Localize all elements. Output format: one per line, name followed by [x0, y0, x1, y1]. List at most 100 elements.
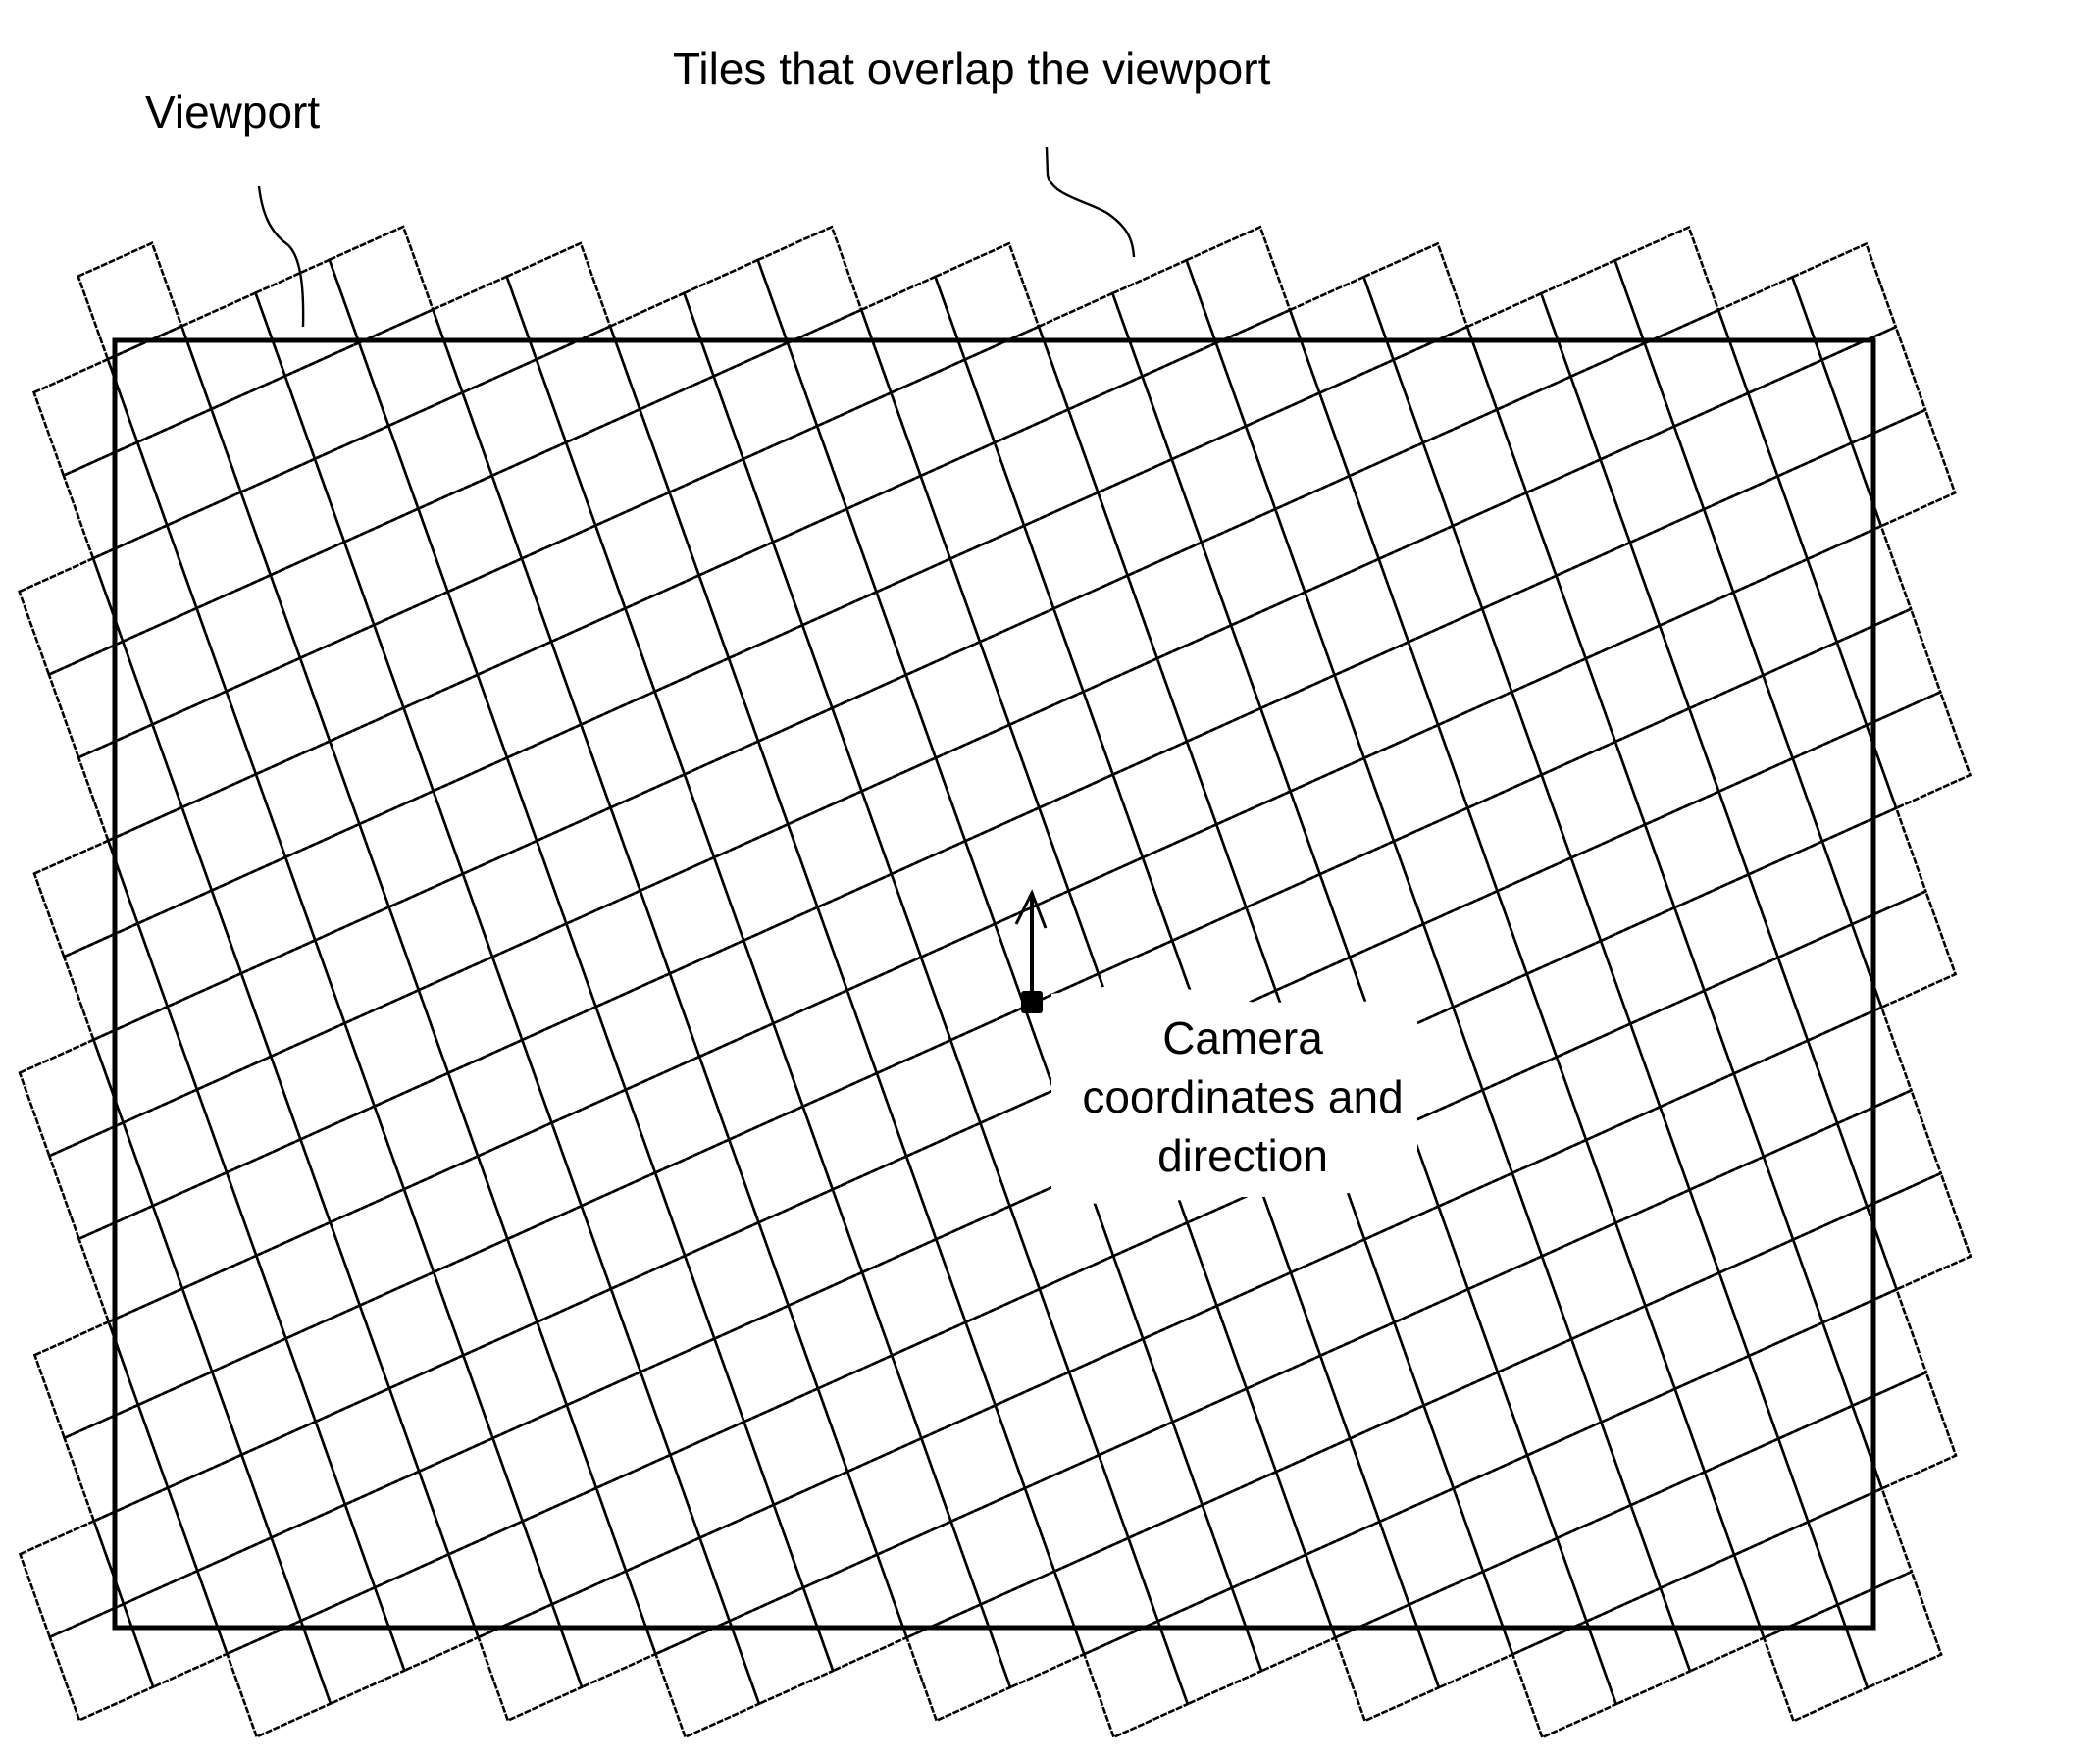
tile	[165, 490, 273, 610]
tile	[328, 1187, 435, 1308]
tile	[1672, 872, 1780, 993]
tile	[1289, 1237, 1397, 1358]
tile	[624, 1055, 731, 1175]
tile	[1097, 1420, 1204, 1540]
tile	[1643, 790, 1751, 909]
tile	[638, 374, 745, 494]
tile	[875, 1038, 983, 1159]
tile	[1214, 308, 1321, 429]
tile	[372, 590, 480, 710]
tile	[225, 656, 332, 776]
tile	[993, 407, 1101, 528]
tile	[1392, 805, 1500, 926]
tile	[1776, 922, 1883, 1043]
tile	[919, 1403, 1027, 1524]
tile	[32, 1320, 140, 1440]
tile	[31, 357, 139, 478]
tile	[1747, 1320, 1855, 1441]
tile	[32, 839, 140, 958]
tile	[386, 390, 494, 511]
tile	[1051, 573, 1159, 694]
tile	[579, 690, 687, 809]
tile	[298, 623, 406, 744]
tile	[417, 1436, 525, 1557]
tile	[77, 1204, 184, 1324]
tile	[1628, 507, 1735, 628]
tile	[1377, 524, 1484, 645]
tile	[904, 640, 1011, 760]
tile	[859, 275, 967, 395]
tile	[1525, 939, 1632, 1060]
tile	[1466, 1254, 1573, 1374]
tile	[1628, 1470, 1736, 1590]
tile	[845, 955, 952, 1075]
tile	[1201, 1470, 1307, 1590]
tile	[373, 1552, 481, 1673]
tile	[373, 1071, 480, 1191]
tile	[431, 275, 538, 394]
tile	[874, 556, 982, 677]
tile	[91, 1005, 199, 1125]
tile	[771, 988, 879, 1109]
tile	[476, 1602, 584, 1723]
tile	[1850, 1371, 1958, 1491]
tile	[1703, 1436, 1811, 1557]
tile	[1702, 474, 1810, 595]
tile	[328, 225, 435, 345]
tile	[860, 1237, 968, 1358]
tile	[712, 1304, 820, 1424]
tile	[48, 1602, 155, 1723]
tile	[697, 1021, 805, 1142]
tile	[1525, 1420, 1633, 1540]
tile	[476, 640, 583, 760]
tile	[1835, 1088, 1943, 1209]
tile	[1332, 640, 1440, 760]
tile	[549, 1088, 657, 1208]
tile	[593, 491, 701, 610]
tile	[1599, 1387, 1707, 1507]
tile	[756, 706, 864, 826]
tile	[476, 1120, 584, 1241]
tile	[1687, 673, 1795, 794]
tile	[1081, 656, 1189, 777]
camera-label-line2: coordinates and	[1082, 1071, 1403, 1122]
tile	[682, 258, 790, 379]
tile	[875, 1520, 983, 1639]
tile	[401, 673, 509, 793]
tile	[639, 855, 745, 976]
tile	[653, 1619, 761, 1739]
tile	[238, 457, 346, 577]
tile	[106, 324, 214, 444]
camera-label-line3: direction	[1157, 1130, 1328, 1181]
tile	[815, 390, 923, 511]
tile	[919, 922, 1027, 1042]
tile	[417, 955, 524, 1075]
tile	[771, 507, 879, 627]
tile	[1452, 1453, 1559, 1574]
tile	[91, 523, 199, 644]
tile	[1613, 706, 1721, 827]
tile	[565, 1370, 672, 1490]
label-background	[1051, 981, 1417, 1205]
tile	[608, 291, 716, 411]
tile	[1140, 341, 1248, 461]
tile	[639, 1336, 746, 1457]
tiles-leader-line	[1045, 146, 1136, 258]
tile	[1496, 1337, 1604, 1458]
tile	[1717, 1237, 1824, 1358]
tile	[1555, 1021, 1663, 1142]
tile	[934, 723, 1042, 843]
tile	[1436, 1171, 1544, 1291]
tile	[1584, 1105, 1692, 1225]
tile	[402, 1154, 510, 1274]
tile	[859, 755, 967, 876]
tile	[1511, 1619, 1618, 1739]
tile	[239, 938, 347, 1059]
tile	[314, 1386, 421, 1507]
tile	[1110, 258, 1218, 379]
tile	[1746, 358, 1854, 479]
tile	[904, 1121, 1012, 1241]
tile	[1288, 756, 1396, 876]
tile	[121, 1087, 229, 1208]
tile	[727, 623, 835, 744]
